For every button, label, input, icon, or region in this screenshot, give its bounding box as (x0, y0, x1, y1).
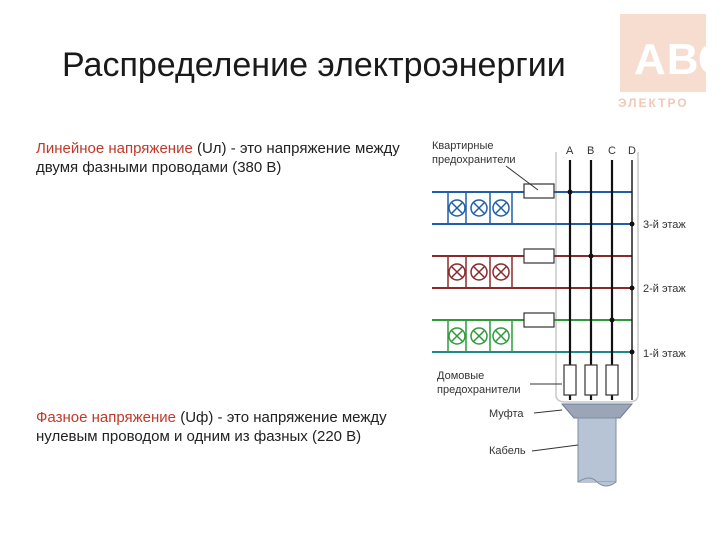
house-fuse-c (605, 364, 619, 396)
lamp-icon (448, 199, 466, 217)
logo-background (620, 14, 706, 92)
floor-2-wiring (432, 248, 632, 289)
floor-3-wiring (432, 183, 632, 225)
lamp-icon (470, 199, 488, 217)
connection-dot (629, 221, 635, 227)
logo-letters: АВС (634, 35, 720, 84)
phase-voltage-symbol: (Uф) (176, 409, 214, 426)
label-coupling: Муфта (489, 408, 524, 420)
floor-2-apartment-fuse (523, 248, 555, 264)
line-voltage-text: - это напряжение между двумя фазными про… (36, 140, 400, 176)
line-voltage-term: Линейное напряжение (36, 140, 193, 157)
phase-voltage-text: - это напряжение между нулевым проводом … (36, 409, 387, 445)
floor-1-apartment-fuse (523, 312, 555, 328)
label-floor-2: 2-й этаж (643, 283, 686, 295)
connection-dot (629, 349, 635, 355)
label-floor-1: 1-й этаж (643, 348, 686, 360)
floor-1-wiring (432, 312, 632, 353)
coupling (560, 403, 634, 419)
floor-3-apartment-fuse (523, 183, 555, 199)
riser-enclosure (555, 152, 639, 403)
house-fuse-a (563, 364, 577, 396)
phase-voltage-term: Фазное напряжение (36, 409, 177, 426)
label-phase-d: D (628, 145, 636, 157)
label-apartment-fuses-2: предохранители (432, 154, 516, 166)
lamp-icon (448, 327, 466, 345)
lamp-icon (448, 263, 466, 281)
lamp-icon (492, 263, 510, 281)
connection-dot (567, 189, 573, 195)
label-phase-b: B (587, 145, 594, 157)
label-house-fuses-1: Домовые (437, 370, 484, 382)
cable (577, 417, 617, 483)
phase-voltage-definition: Фазное напряжение (Uф) - это напряжение … (36, 408, 406, 446)
pointer-coupling (533, 409, 563, 414)
label-phase-a: A (566, 145, 574, 157)
label-apartment-fuses-1: Квартирные (432, 140, 494, 152)
label-house-fuses-2: предохранители (437, 384, 521, 396)
house-fuse-b (584, 364, 598, 396)
line-voltage-definition: Линейное напряжение (Uл) - это напряжени… (36, 139, 406, 177)
pointer-cable (531, 444, 579, 452)
lamp-icon (470, 263, 488, 281)
label-phase-c: C (608, 145, 616, 157)
line-voltage-symbol: (Uл) (192, 140, 227, 157)
connection-dot (629, 285, 635, 291)
logo-subtitle: ЭЛЕКТРО (618, 96, 689, 110)
lamp-icon (492, 199, 510, 217)
lamp-icon (470, 327, 488, 345)
label-floor-3: 3-й этаж (643, 219, 686, 231)
cable-end (577, 477, 617, 487)
slide-title: Распределение электроэнергии (62, 46, 566, 84)
connection-dot (588, 253, 594, 259)
label-cable: Кабель (489, 445, 526, 457)
connection-dot (609, 317, 615, 323)
pointer-apartment-fuses (505, 165, 539, 191)
lamp-icon (492, 327, 510, 345)
